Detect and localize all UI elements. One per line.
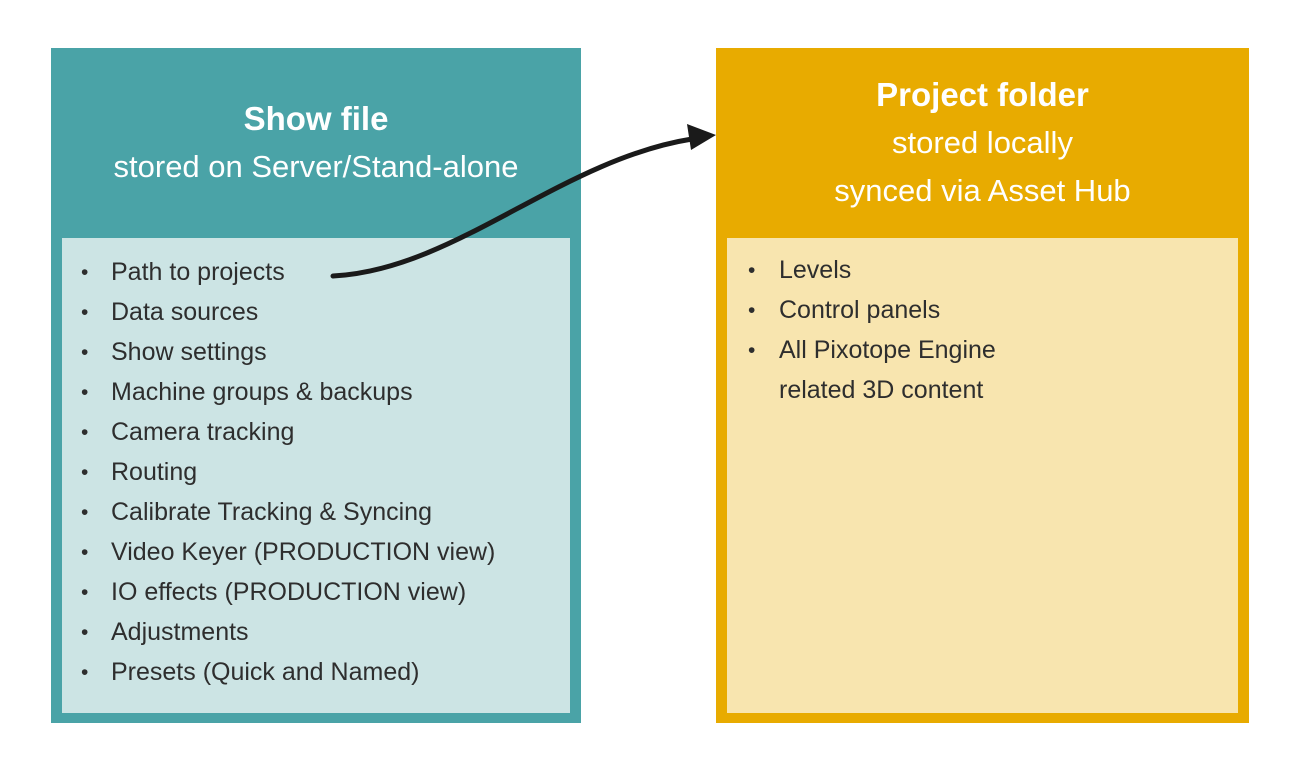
- show-file-panel: Path to projects Data sources Show setti…: [62, 238, 570, 713]
- show-file-list-item: Camera tracking: [62, 412, 570, 453]
- show-file-header: Show file stored on Server/Stand-alone: [51, 48, 581, 238]
- show-file-subtitle: stored on Server/Stand-alone: [113, 149, 519, 184]
- show-file-list-item: Path to projects: [62, 252, 570, 293]
- show-file-list-item: IO effects (PRODUCTION view): [62, 572, 570, 613]
- show-file-list-item: Calibrate Tracking & Syncing: [62, 492, 570, 533]
- project-folder-item-list: Levels Control panels All Pixotope Engin…: [727, 238, 1238, 410]
- show-file-list-item: Video Keyer (PRODUCTION view): [62, 532, 570, 573]
- show-file-list-item: Show settings: [62, 332, 570, 373]
- show-file-box: Show file stored on Server/Stand-alone P…: [51, 48, 581, 723]
- show-file-list-item: Data sources: [62, 292, 570, 333]
- arrow-head-icon: [687, 124, 716, 150]
- show-file-list-item: Adjustments: [62, 612, 570, 653]
- show-file-item-list: Path to projects Data sources Show setti…: [62, 238, 570, 693]
- project-folder-subtitle-line1: stored locally: [892, 125, 1073, 160]
- show-file-list-item: Presets (Quick and Named): [62, 652, 570, 693]
- project-folder-list-item: Control panels: [727, 290, 1238, 331]
- project-folder-list-item: All Pixotope Engine related 3D content: [727, 330, 1238, 410]
- project-folder-subtitle-line2: synced via Asset Hub: [834, 173, 1131, 208]
- project-folder-panel: Levels Control panels All Pixotope Engin…: [727, 238, 1238, 713]
- project-folder-title: Project folder: [876, 76, 1089, 113]
- project-folder-list-item: Levels: [727, 250, 1238, 291]
- project-folder-box: Project folder stored locally synced via…: [716, 48, 1249, 723]
- show-file-list-item: Machine groups & backups: [62, 372, 570, 413]
- show-file-list-item: Routing: [62, 452, 570, 493]
- show-file-title: Show file: [243, 100, 389, 137]
- project-folder-header: Project folder stored locally synced via…: [716, 48, 1249, 238]
